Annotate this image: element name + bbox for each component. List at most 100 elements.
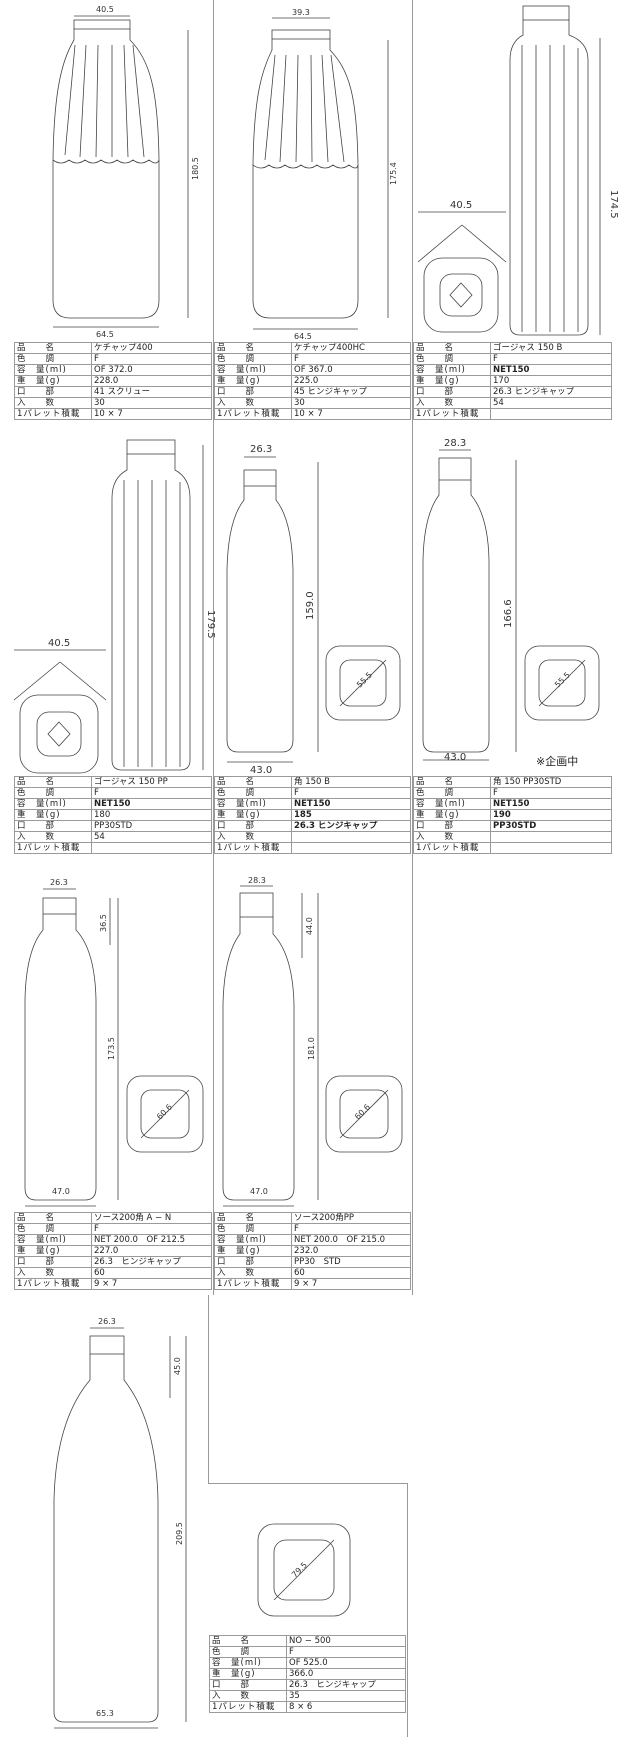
label-pallet: 1パレット積載 — [214, 1278, 292, 1290]
label-color: 色 調 — [14, 1223, 92, 1235]
value-color: F — [91, 1223, 212, 1235]
label-capacity: 容 量(ml) — [14, 798, 92, 810]
dim-height-9: 209.5 — [175, 1522, 184, 1545]
label-mouth: 口 部 — [413, 820, 491, 832]
dim-top-2: 39.3 — [292, 8, 310, 17]
value-mouth: PP30STD — [490, 820, 612, 832]
label-capacity: 容 量(ml) — [14, 1234, 92, 1246]
label-pallet: 1パレット積載 — [413, 408, 491, 420]
dim-square-4: 40.5 — [48, 638, 70, 649]
dim-bottom-8: 47.0 — [250, 1187, 268, 1196]
label-weight: 重 量(g) — [214, 375, 292, 387]
value-capacity: OF 367.0 — [291, 364, 411, 376]
label-mouth: 口 部 — [214, 820, 292, 832]
value-quantity: 35 — [286, 1690, 406, 1702]
value-name: ソース200角 A − N — [91, 1212, 212, 1224]
label-name: 品 名 — [14, 342, 92, 354]
bottle-drawing-kaku150b — [226, 456, 401, 763]
label-mouth: 口 部 — [214, 386, 292, 398]
dim-diag-7: 60.6 — [155, 1102, 174, 1121]
label-capacity: 容 量(ml) — [214, 1234, 292, 1246]
value-weight: 185 — [291, 809, 411, 821]
dim-top-7: 26.3 — [50, 878, 68, 887]
label-pallet: 1パレット積載 — [209, 1701, 287, 1713]
value-weight: 228.0 — [91, 375, 212, 387]
planning-note: ※企画中 — [536, 755, 579, 768]
value-capacity: NET 200.0 OF 215.0 — [291, 1234, 411, 1246]
label-quantity: 入 数 — [214, 831, 292, 843]
value-capacity: NET 200.0 OF 212.5 — [91, 1234, 212, 1246]
label-quantity: 入 数 — [214, 1267, 292, 1279]
value-weight: 170 — [490, 375, 612, 387]
label-pallet: 1パレット積載 — [14, 842, 92, 854]
value-pallet: 8 × 6 — [286, 1701, 406, 1713]
label-mouth: 口 部 — [413, 386, 491, 398]
value-weight: 190 — [490, 809, 612, 821]
dim-square-3: 40.5 — [450, 200, 472, 211]
dim-diag-8: 60.6 — [353, 1102, 372, 1121]
value-name: ケチャップ400HC — [291, 342, 411, 354]
label-name: 品 名 — [413, 342, 491, 354]
value-quantity: 54 — [91, 831, 212, 843]
value-capacity: NET150 — [490, 798, 612, 810]
value-mouth: 26.3 ヒンジキャップ — [490, 386, 612, 398]
label-weight: 重 量(g) — [209, 1668, 287, 1680]
label-color: 色 調 — [214, 353, 292, 365]
bottle-drawing-sauce200an — [24, 888, 204, 1207]
label-weight: 重 量(g) — [14, 375, 92, 387]
label-capacity: 容 量(ml) — [413, 798, 491, 810]
value-capacity: OF 372.0 — [91, 364, 212, 376]
column-divider-1 — [213, 0, 214, 867]
column-divider-4 — [412, 867, 413, 1295]
label-capacity: 容 量(ml) — [413, 364, 491, 376]
dim-top-1: 40.5 — [96, 5, 114, 14]
label-mouth: 口 部 — [14, 386, 92, 398]
dim-bottom-2: 64.5 — [294, 332, 312, 341]
label-pallet: 1パレット積載 — [14, 1278, 92, 1290]
value-pallet — [490, 842, 612, 854]
value-pallet: 9 × 7 — [91, 1278, 212, 1290]
label-mouth: 口 部 — [14, 820, 92, 832]
label-pallet: 1パレット積載 — [214, 408, 292, 420]
dim-height-4: 179.5 — [205, 610, 216, 639]
label-color: 色 調 — [413, 787, 491, 799]
label-pallet: 1パレット積載 — [14, 408, 92, 420]
label-pallet: 1パレット積載 — [413, 842, 491, 854]
label-mouth: 口 部 — [14, 1256, 92, 1268]
label-weight: 重 量(g) — [14, 1245, 92, 1257]
value-color: F — [490, 353, 612, 365]
value-mouth: 26.3 ヒンジキャップ — [286, 1679, 406, 1691]
value-name: NO − 500 — [286, 1635, 406, 1647]
label-capacity: 容 量(ml) — [214, 798, 292, 810]
value-pallet: 9 × 7 — [291, 1278, 411, 1290]
label-weight: 重 量(g) — [413, 375, 491, 387]
bottle-drawing-kaku150pp — [422, 449, 600, 761]
label-weight: 重 量(g) — [413, 809, 491, 821]
label-weight: 重 量(g) — [214, 809, 292, 821]
value-color: F — [91, 353, 212, 365]
label-color: 色 調 — [214, 787, 292, 799]
value-mouth: PP30 STD — [291, 1256, 411, 1268]
dim-height-8: 181.0 — [307, 1037, 316, 1060]
dim-height-5: 159.0 — [305, 591, 316, 620]
value-color: F — [291, 353, 411, 365]
dim-height-2: 175.4 — [389, 162, 398, 185]
value-name: ケチャップ400 — [91, 342, 212, 354]
value-pallet: 10 × 7 — [291, 408, 411, 420]
value-quantity: 54 — [490, 397, 612, 409]
label-name: 品 名 — [413, 776, 491, 788]
label-name: 品 名 — [214, 1212, 292, 1224]
dim-top-8: 28.3 — [248, 876, 266, 885]
value-color: F — [91, 787, 212, 799]
value-color: F — [291, 787, 411, 799]
value-quantity — [291, 831, 411, 843]
label-quantity: 入 数 — [14, 1267, 92, 1279]
value-weight: 232.0 — [291, 1245, 411, 1257]
